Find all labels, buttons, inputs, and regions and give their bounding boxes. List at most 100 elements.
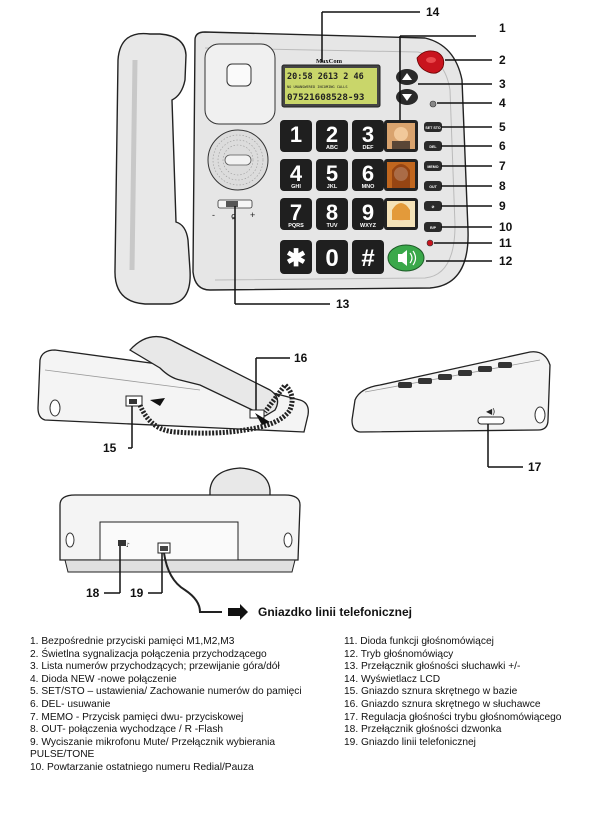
legend-item: 7. MEMO - Przycisk pamięci dwu- przycisk… — [30, 711, 244, 723]
legend-item: 15. Gniazdo sznura skrętnego w bazie — [344, 686, 518, 698]
hook-switch[interactable] — [226, 63, 252, 87]
memory-key-m2[interactable] — [384, 159, 418, 191]
phone-line-cord — [163, 552, 222, 613]
callout-5: 5 — [499, 120, 506, 134]
speaker-grille — [207, 129, 269, 191]
legend-column-left: 1. Bezpośrednie przyciski pamięci M1,M2,… — [30, 636, 336, 775]
function-key[interactable]: OUT — [424, 181, 442, 191]
lcd-display: 20:58 2613 2 46 NO UNANSWERED INCOMING C… — [281, 64, 381, 108]
keypad-key-letters: MNO — [362, 184, 376, 190]
keypad-key-digit: # — [361, 245, 374, 272]
parts-legend: 1. Bezpośrednie przyciski pamięci M1,M2,… — [30, 636, 590, 816]
callout-4: 4 — [499, 96, 506, 110]
keypad-key[interactable]: # — [352, 240, 384, 274]
keypad-key-digit: ✱ — [286, 245, 306, 272]
function-keys: SET STO DEL MEMO OUT ⊘ R/P — [424, 122, 442, 232]
line-socket — [157, 542, 171, 554]
keypad-key-letters: DEF — [363, 145, 375, 151]
keypad-key-digit: 0 — [325, 245, 338, 272]
memory-key-m3[interactable] — [384, 198, 418, 230]
side-handset-left — [128, 335, 279, 417]
legend-item: PULSE/TONE — [30, 749, 95, 761]
memory-keys — [384, 120, 418, 230]
callout-labels: 1 2 3 4 5 6 7 8 9 10 11 12 13 14 15 16 1… — [86, 5, 542, 600]
scroll-down-button[interactable] — [396, 89, 418, 105]
legend-item: 13. Przełącznik głośności słuchawki +/- — [344, 661, 521, 673]
keypad-key-digit: 5 — [326, 161, 338, 186]
keypad-key-digit: 8 — [326, 200, 338, 225]
legend-item: 19. Gniazdo linii telefonicznej — [344, 736, 476, 748]
function-key[interactable]: SET STO — [424, 122, 442, 132]
function-key-label: DEL — [429, 145, 437, 149]
callout-2: 2 — [499, 53, 506, 67]
legend-item: 2. Świetlna sygnalizacja połączenia przy… — [30, 648, 267, 660]
keypad-key-digit: 2 — [326, 122, 338, 147]
callout-9: 9 — [499, 199, 506, 213]
legend-item: 16. Gniazdo sznura skrętnego w słuchawce — [344, 698, 541, 710]
speaker-volume-icon: ◀) — [486, 407, 495, 416]
ringer-icon: ♪ — [126, 542, 130, 549]
callout-15: 15 — [103, 441, 117, 455]
speakerphone-button[interactable] — [387, 244, 425, 272]
scroll-up-button[interactable] — [396, 69, 418, 85]
speaker-volume-slider[interactable]: ◀) — [477, 407, 505, 425]
keypad-key[interactable]: 1 — [280, 120, 312, 152]
function-key-label: OUT — [429, 185, 437, 189]
function-key[interactable]: MEMO — [424, 161, 442, 171]
keypad-key-letters: WXYZ — [360, 223, 377, 229]
callout-17: 17 — [528, 460, 542, 474]
ringer-volume-switch[interactable]: ♪ — [118, 540, 130, 549]
callout-3: 3 — [499, 77, 506, 91]
function-key-label: R/P — [430, 226, 437, 230]
keypad-key-digit: 4 — [290, 161, 303, 186]
keypad-key-digit: 1 — [290, 122, 302, 147]
keypad-key-digit: 6 — [362, 161, 374, 186]
front-callout-lines — [234, 11, 492, 305]
function-key[interactable]: ⊘ — [424, 201, 442, 211]
keypad-key[interactable]: ✱ — [280, 240, 312, 274]
ear-icon: ɕ — [231, 212, 236, 222]
callout-7: 7 — [499, 159, 506, 173]
callout-18: 18 — [86, 586, 100, 600]
lcd-line-1: 20:58 2613 2 46 — [287, 72, 364, 82]
function-key[interactable]: R/P — [424, 222, 442, 232]
function-key[interactable]: DEL — [424, 141, 442, 151]
legend-item: 17. Regulacja głośności trybu głośnomówi… — [344, 711, 562, 723]
keypad-key[interactable]: 0 — [316, 240, 348, 274]
legend-item: 18. Przełącznik głośności dzwonka — [344, 724, 502, 736]
side-base-right — [351, 351, 551, 433]
socket-caption: Gniazdko linii telefonicznej — [258, 605, 412, 619]
incoming-call-lamp — [416, 50, 445, 74]
callout-14: 14 — [426, 5, 440, 19]
legend-item: 3. Lista numerów przychodzących; przewij… — [30, 661, 280, 673]
phone-diagram: - + ɕ MaxCom 20:58 2613 2 46 NO UNANSWER… — [37, 5, 551, 620]
legend-item: 10. Powtarzanie ostatniego numeru Redial… — [30, 761, 254, 773]
volume-plus-label: + — [250, 210, 255, 220]
legend-item: 12. Tryb głośnomówiący — [344, 648, 454, 660]
side-right-callout-lines — [487, 424, 523, 468]
socket-arrow-icon — [228, 604, 248, 620]
phone-side-view-right: ◀) — [351, 351, 551, 433]
legend-item: 6. DEL- usuwanie — [30, 698, 111, 710]
function-key-label: ⊘ — [431, 205, 435, 209]
keypad-key-digit: 9 — [362, 200, 374, 225]
phone-side-view-left — [37, 335, 309, 436]
callout-11: 11 — [499, 236, 512, 250]
memory-key-m1[interactable] — [384, 120, 418, 152]
handset[interactable] — [114, 32, 191, 305]
keypad-key-digit: 3 — [362, 122, 374, 147]
callout-8: 8 — [499, 179, 506, 193]
function-key-label: MEMO — [427, 165, 438, 169]
back-handset — [209, 467, 271, 501]
lcd-line-3: 07521608528-93 — [287, 92, 364, 103]
